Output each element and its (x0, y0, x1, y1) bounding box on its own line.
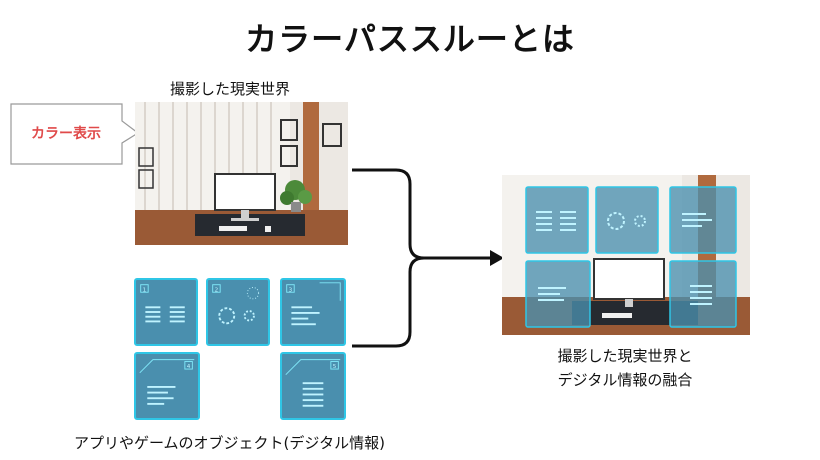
color-display-callout: カラー表示 (10, 103, 140, 165)
panel-number: 5 (333, 364, 337, 370)
digital-panel-4: 4 (134, 352, 200, 420)
real-world-caption: 撮影した現実世界 (170, 80, 291, 98)
fusion-caption: 撮影した現実世界と デジタル情報の融合 (520, 344, 730, 392)
digital-panel-5: 5 (280, 352, 346, 420)
digital-panel-1: 1 (134, 278, 198, 346)
digital-panel-2: 2 (206, 278, 270, 346)
panel-number: 1 (143, 287, 147, 293)
panel-number: 3 (289, 287, 293, 293)
digital-caption: アプリやゲームのオブジェクト(デジタル情報) (74, 434, 385, 452)
fusion-caption-line1: 撮影した現実世界と (557, 347, 693, 365)
digital-panel-3: 3 (280, 278, 346, 346)
callout-label: カラー表示 (31, 126, 101, 142)
arrow-head-icon (490, 250, 504, 266)
panel-number: 4 (187, 364, 191, 370)
real-world-photo (135, 102, 348, 245)
page-title: カラーパススルーとは (245, 20, 575, 58)
fused-reality-photo (502, 175, 750, 335)
fusion-caption-line2: デジタル情報の融合 (557, 371, 693, 389)
panel-number: 2 (215, 287, 219, 293)
